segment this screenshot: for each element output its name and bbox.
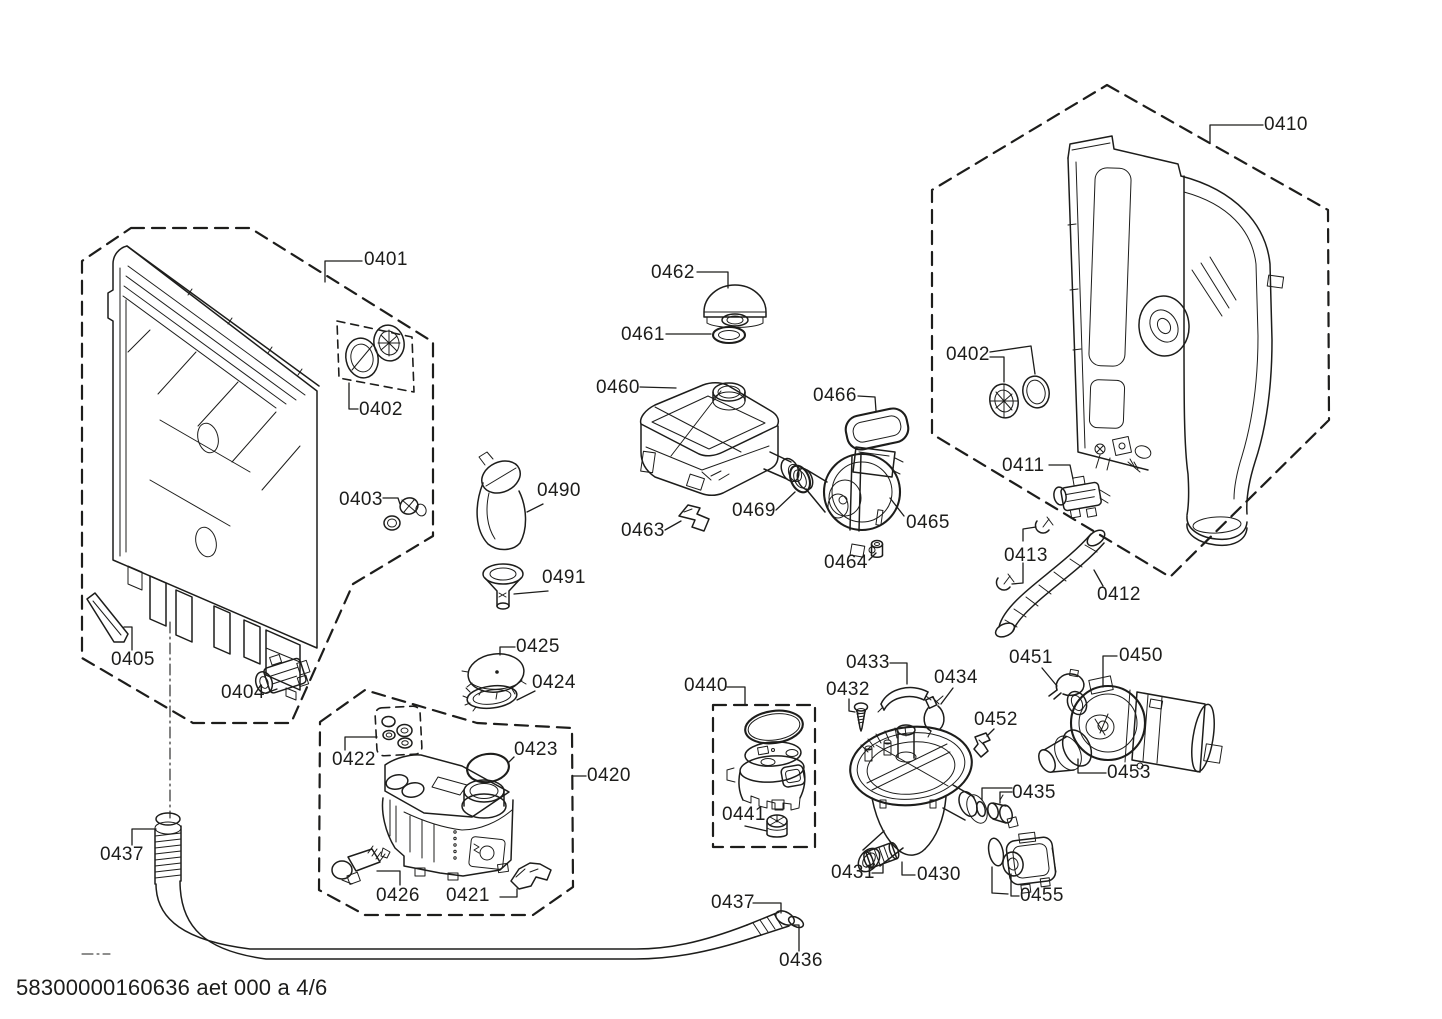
callout-0491: 0491 — [542, 567, 586, 588]
callout-0423: 0423 — [514, 739, 558, 760]
callout-0402-left: 0402 — [359, 399, 403, 420]
impeller-0441 — [744, 814, 788, 838]
footer-doc-number: 58300000160636 aet 000 a 4/6 — [16, 975, 328, 1000]
callout-0440: 0440 — [684, 675, 728, 696]
callout-0490: 0490 — [537, 480, 581, 501]
callout-0432: 0432 — [826, 679, 870, 700]
callout-0437-left: 0437 — [100, 844, 144, 865]
fan-pump-0465 — [796, 446, 905, 558]
callout-0424: 0424 — [532, 672, 576, 693]
callout-0426: 0426 — [376, 885, 420, 906]
heat-exchanger-drawing — [1067, 135, 1285, 547]
valve-0411 — [1048, 464, 1111, 519]
callout-0431: 0431 — [831, 862, 875, 883]
callout-0420: 0420 — [587, 765, 631, 786]
seal-kit-0402-right — [989, 345, 1050, 419]
callout-0437-bottom: 0437 — [711, 892, 755, 913]
callout-0404: 0404 — [221, 682, 265, 703]
callout-0452: 0452 — [974, 709, 1018, 730]
check-valve-0435 — [975, 787, 1019, 829]
assembly-box-0420 — [317, 688, 587, 917]
callout-0425: 0425 — [516, 636, 560, 657]
seal-ring-0424 — [462, 684, 536, 712]
callout-0422: 0422 — [332, 749, 376, 770]
callout-0463: 0463 — [621, 520, 665, 541]
clamp-0434 — [923, 687, 954, 738]
assembly-box-0440 — [711, 686, 817, 849]
reservoir-0460 — [639, 382, 803, 496]
callout-0461: 0461 — [621, 324, 665, 345]
callout-0435: 0435 — [1012, 782, 1056, 803]
funnel-0491 — [482, 563, 549, 610]
callout-0441: 0441 — [722, 804, 766, 825]
callout-0421: 0421 — [446, 885, 490, 906]
callout-0455: 0455 — [1020, 885, 1064, 906]
callout-0430: 0430 — [917, 864, 961, 885]
callout-0405: 0405 — [111, 649, 155, 670]
assembly-box-0410 — [930, 83, 1331, 579]
seal-kit-0402-left — [336, 320, 415, 410]
inlet-hose-0437 — [81, 621, 805, 960]
filter-assembly-drawing — [726, 709, 806, 811]
callout-0462: 0462 — [651, 262, 695, 283]
gasket-0466 — [844, 395, 910, 451]
callout-0465: 0465 — [906, 512, 950, 533]
o-ring-0423 — [466, 752, 515, 784]
hose-0412 — [994, 529, 1106, 638]
clamp-0451 — [1041, 667, 1085, 700]
sleeve-0453 — [1038, 729, 1107, 774]
callout-0433: 0433 — [846, 652, 890, 673]
softener-unit-drawing — [381, 754, 514, 881]
plug-0464 — [868, 539, 884, 561]
callout-0411: 0411 — [1002, 455, 1045, 476]
callout-0436: 0436 — [779, 950, 823, 971]
drain-pump-0455 — [987, 831, 1057, 897]
clip-0452 — [973, 728, 995, 758]
side-panel-drawing — [107, 245, 320, 701]
fill-valve-0404 — [254, 653, 311, 694]
clip-0463 — [664, 504, 710, 532]
o-ring-0461 — [665, 325, 747, 345]
fitting-0403 — [382, 497, 427, 531]
callout-0450: 0450 — [1119, 645, 1163, 666]
callout-0402-right: 0402 — [946, 344, 990, 365]
rail-0433 — [877, 662, 932, 713]
clamps-0413 — [995, 516, 1054, 591]
screw-0432 — [848, 698, 869, 732]
callout-0464: 0464 — [824, 552, 868, 573]
callout-0401: 0401 — [364, 249, 408, 270]
cap-kit-0422 — [344, 705, 423, 757]
cap-0462 — [696, 271, 767, 328]
callout-0434: 0434 — [934, 667, 978, 688]
assembly-box-0401 — [80, 226, 435, 725]
callout-0460: 0460 — [596, 377, 640, 398]
clip-0421 — [499, 862, 552, 898]
callout-0413: 0413 — [1004, 545, 1048, 566]
callout-0410: 0410 — [1264, 114, 1308, 135]
callout-0453: 0453 — [1107, 762, 1151, 783]
callout-0451: 0451 — [1009, 647, 1053, 668]
coupling-0431 — [863, 841, 900, 874]
vent-valve-0426 — [331, 845, 401, 886]
circulation-pump-0450 — [1066, 655, 1223, 773]
callout-0469: 0469 — [732, 500, 776, 521]
trim-strip-0405 — [86, 592, 133, 651]
callout-0403: 0403 — [339, 489, 383, 510]
funnel-jug-0490 — [476, 451, 544, 551]
callout-0412: 0412 — [1097, 584, 1141, 605]
callout-0466: 0466 — [813, 385, 857, 406]
